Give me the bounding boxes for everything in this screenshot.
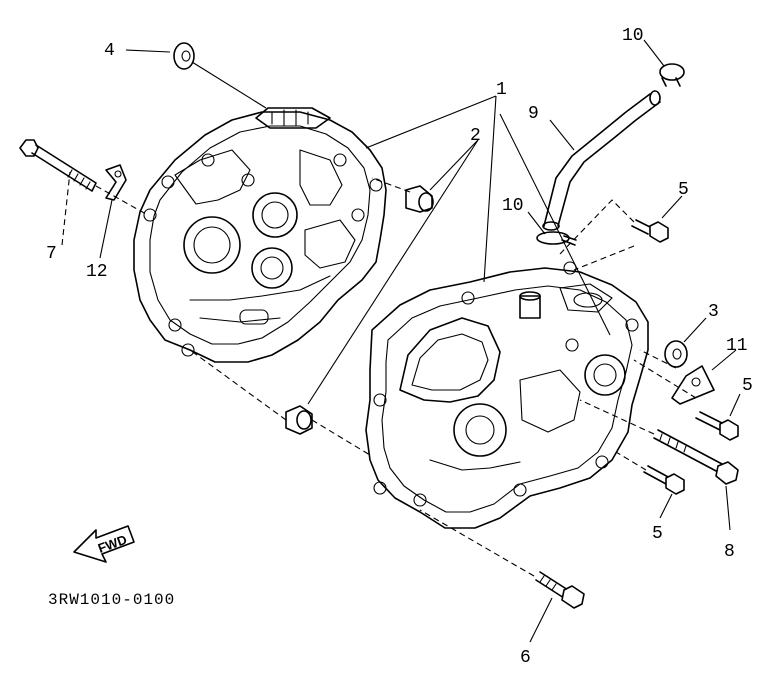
bolt-7 [19,139,97,192]
bolt-8 [653,429,739,485]
part-number-code: 3RW1010-0100 [48,591,175,609]
breather-hose-9 [542,90,661,231]
callout-10-upper: 10 [622,26,644,46]
callout-3: 3 [708,302,719,322]
callout-2: 2 [470,126,481,146]
fwd-direction-arrow: FWD [73,525,135,563]
clamp-12 [105,164,127,201]
bolt-5-right [695,411,739,441]
callout-12: 12 [86,262,108,282]
dowel-pin-upper [405,185,434,213]
washer-3 [664,340,688,368]
callout-6: 6 [520,648,531,668]
callout-11: 11 [726,336,748,356]
callout-7: 7 [46,244,57,264]
plate-11 [671,365,715,405]
callout-5-upper: 5 [678,180,689,200]
dowel-pin-lower [285,405,313,435]
hose-clip-10-upper [659,63,685,87]
callout-5-lower: 5 [652,524,663,544]
left-crankcase-half [133,107,387,363]
callout-10-lower: 10 [502,196,524,216]
bolt-5-lower [643,465,685,495]
bolt-6 [535,571,585,609]
washer-4 [173,42,195,70]
callout-4: 4 [104,41,115,61]
callout-8: 8 [724,542,735,562]
leader-lines [61,39,741,643]
right-crankcase-half [365,261,649,529]
callout-5-right: 5 [742,376,753,396]
bolt-5-upper [631,219,669,243]
callout-1: 1 [496,80,507,100]
callout-9: 9 [528,104,539,124]
